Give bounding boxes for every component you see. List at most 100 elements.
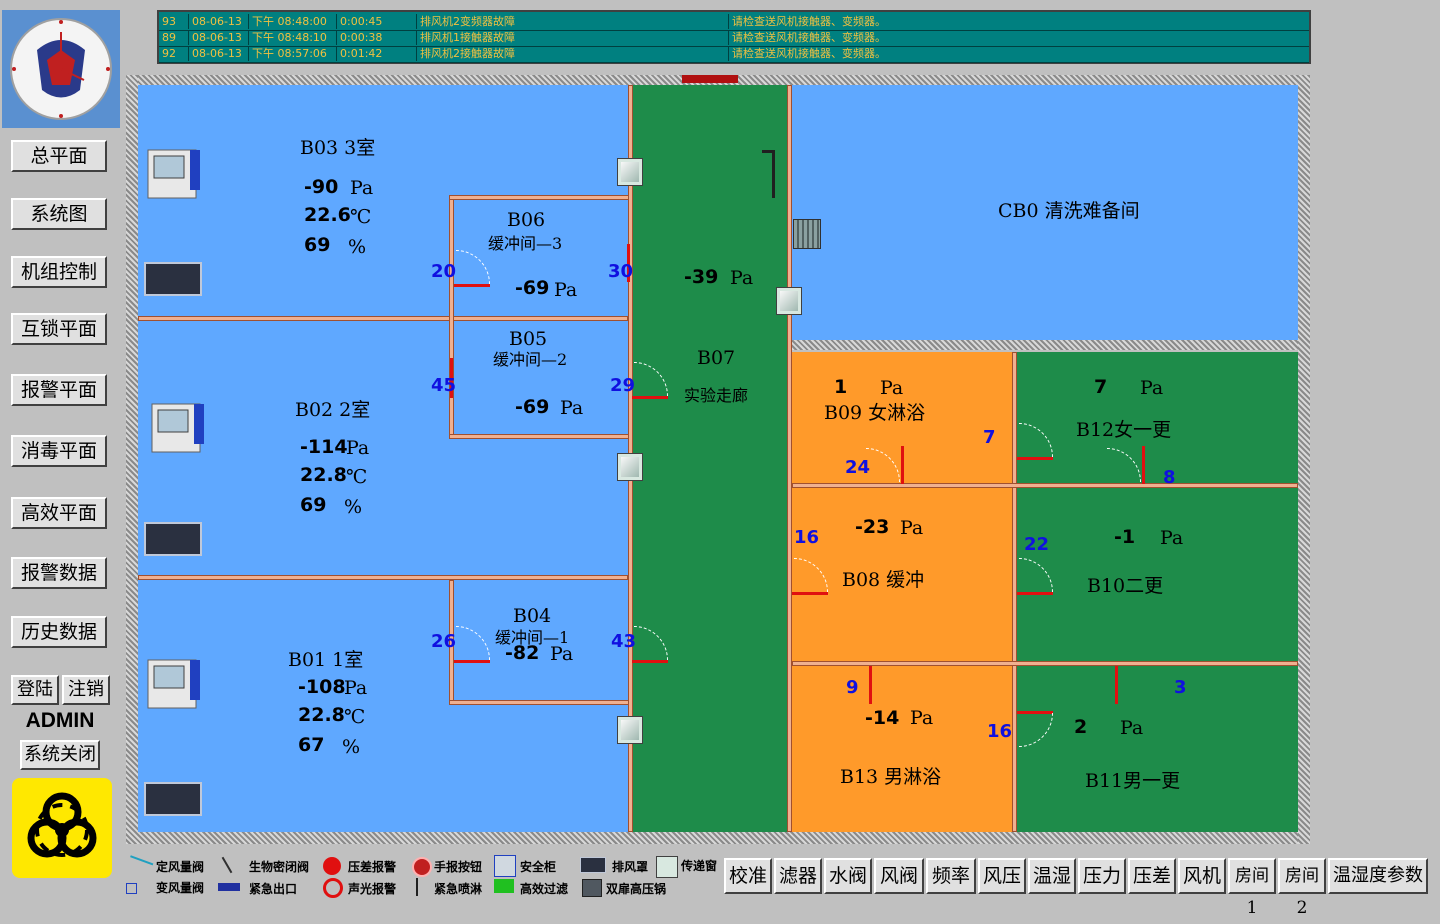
alarm-row[interactable]: 92 08-06-13 下午 08:57:06 0:01:42 排风机2接触器故… [159,46,1309,63]
room-b06-pressure: -69 [515,277,550,299]
door-leaf[interactable] [632,660,668,663]
room-b07-corridor[interactable] [632,85,788,832]
room-b07-label: B07 [697,347,736,369]
safety-cabinet-icon[interactable] [146,146,202,202]
door-leaf[interactable] [1017,592,1053,595]
nav-unit-control-button[interactable]: 机组控制 [11,256,107,288]
emergency-shower-icon[interactable] [772,150,775,198]
exhaust-hood-icon[interactable] [793,219,821,249]
door-number: 22 [1024,534,1050,555]
login-button[interactable]: 登陆 [11,675,59,705]
partition-wall [138,575,628,580]
room-b05-subtitle: 缓冲间—2 [493,350,568,369]
safety-cabinet-icon[interactable] [150,400,206,456]
autoclave-icon[interactable] [144,522,202,556]
room-cb0[interactable] [792,85,1298,340]
pressure-button[interactable]: 压力 [1078,858,1126,894]
emergency-shower-head [762,150,774,153]
room-b13-label: B13 男淋浴 [840,766,942,788]
door-leaf[interactable] [1115,666,1118,704]
temp-unit: ℃ [350,206,372,228]
room-b12-pressure: 7 [1094,376,1108,398]
door-leaf[interactable] [1017,457,1053,460]
nav-interlock-button[interactable]: 互锁平面 [11,313,107,345]
room-b02-humidity: 69 [300,494,327,516]
room-b02-temp: 22.8 [300,464,347,486]
temp-humidity-button[interactable]: 温湿 [1028,858,1076,894]
legend-label: 紧急出口 [249,882,298,896]
outer-wall [1298,75,1310,844]
pressure-alarm-icon [323,857,341,875]
room1-button[interactable]: 房间1 [1228,858,1276,918]
nav-overview-button[interactable]: 总平面 [11,140,107,172]
safety-cabinet-icon[interactable] [146,656,202,712]
air-valve-button[interactable]: 风阀 [874,858,924,894]
alarm-row[interactable]: 89 08-06-13 下午 08:48:10 0:00:38 排风机1接触器故… [159,30,1309,47]
room-b05-pressure: -69 [515,396,550,418]
pressure-unit: Pa [1160,527,1184,549]
pass-window-icon[interactable] [617,158,643,186]
frequency-button[interactable]: 频率 [926,858,976,894]
door-leaf[interactable] [454,660,490,663]
door-number: 9 [846,677,859,698]
nav-history-button[interactable]: 历史数据 [11,616,107,648]
room-b04-subtitle: 缓冲间—1 [495,628,570,647]
nav-alarm-data-button[interactable]: 报警数据 [11,557,107,589]
pressure-diff-button[interactable]: 压差 [1128,858,1176,894]
nav-alarm-plan-button[interactable]: 报警平面 [11,374,107,406]
pass-window-icon[interactable] [617,453,643,481]
room-b06-label: B06 [507,209,546,231]
hepa-filter-icon [494,879,514,893]
room-b10-label: B10二更 [1087,575,1164,597]
room-b08-label: B08 缓冲 [842,569,925,591]
door-leaf[interactable] [869,666,872,704]
autoclave-icon[interactable] [144,782,202,816]
door-number: 3 [1174,677,1187,698]
fan-button[interactable]: 风机 [1178,858,1226,894]
pass-window-icon[interactable] [617,716,643,744]
door-leaf[interactable] [901,446,904,484]
autoclave-icon[interactable] [144,262,202,296]
door-leaf[interactable] [632,396,668,399]
shutdown-button[interactable]: 系统关闭 [20,740,100,770]
calibrate-button[interactable]: 校准 [724,858,772,894]
pressure-unit: Pa [550,643,574,665]
door-leaf[interactable] [627,244,630,282]
room-b01-temp: 22.8 [298,704,345,726]
filter-button[interactable]: 滤器 [774,858,822,894]
temp-humidity-params-button[interactable]: 温湿度参数 [1328,858,1428,894]
biohazard-icon [12,778,112,878]
nav-disinfect-button[interactable]: 消毒平面 [11,435,107,467]
nav-system-button[interactable]: 系统图 [11,198,107,230]
room-b03-label: B03 3室 [300,137,376,159]
pressure-unit: Pa [1140,377,1164,399]
alarm-row[interactable]: 93 08-06-13 下午 08:48:00 0:00:45 排风机2变频器故… [159,14,1309,31]
safety-cabinet-legend-icon [494,855,516,877]
inner-wall [792,340,1298,350]
water-valve-button[interactable]: 水阀 [824,858,872,894]
door-number: 8 [1163,467,1176,488]
room-b13-pressure: -14 [865,707,900,729]
autoclave-legend-icon [582,879,602,897]
room-change-area[interactable] [1017,352,1298,832]
alarm-list[interactable]: 93 08-06-13 下午 08:48:00 0:00:45 排风机2变频器故… [157,10,1311,64]
room-b03-temp: 22.6 [304,204,351,226]
air-pressure-button[interactable]: 风压 [978,858,1026,894]
pressure-unit: Pa [910,707,934,729]
door-leaf[interactable] [454,284,490,287]
door-leaf[interactable] [792,592,828,595]
pass-window-legend-icon [656,856,678,878]
room-shower-area[interactable] [792,352,1014,832]
bio-seal-valve-icon [221,856,233,874]
door-leaf[interactable] [450,358,453,398]
partition-wall [1012,352,1017,832]
nav-hepa-button[interactable]: 高效平面 [11,497,107,529]
partition-wall [449,434,629,439]
logout-button[interactable]: 注销 [62,675,110,705]
door-leaf[interactable] [1142,446,1145,484]
room2-button[interactable]: 房间2 [1278,858,1326,918]
legend-label: 手报按钮 [434,860,483,874]
pass-window-icon[interactable] [776,287,802,315]
door-leaf[interactable] [1017,711,1053,714]
legend-label: 双扉高压锅 [606,882,667,896]
